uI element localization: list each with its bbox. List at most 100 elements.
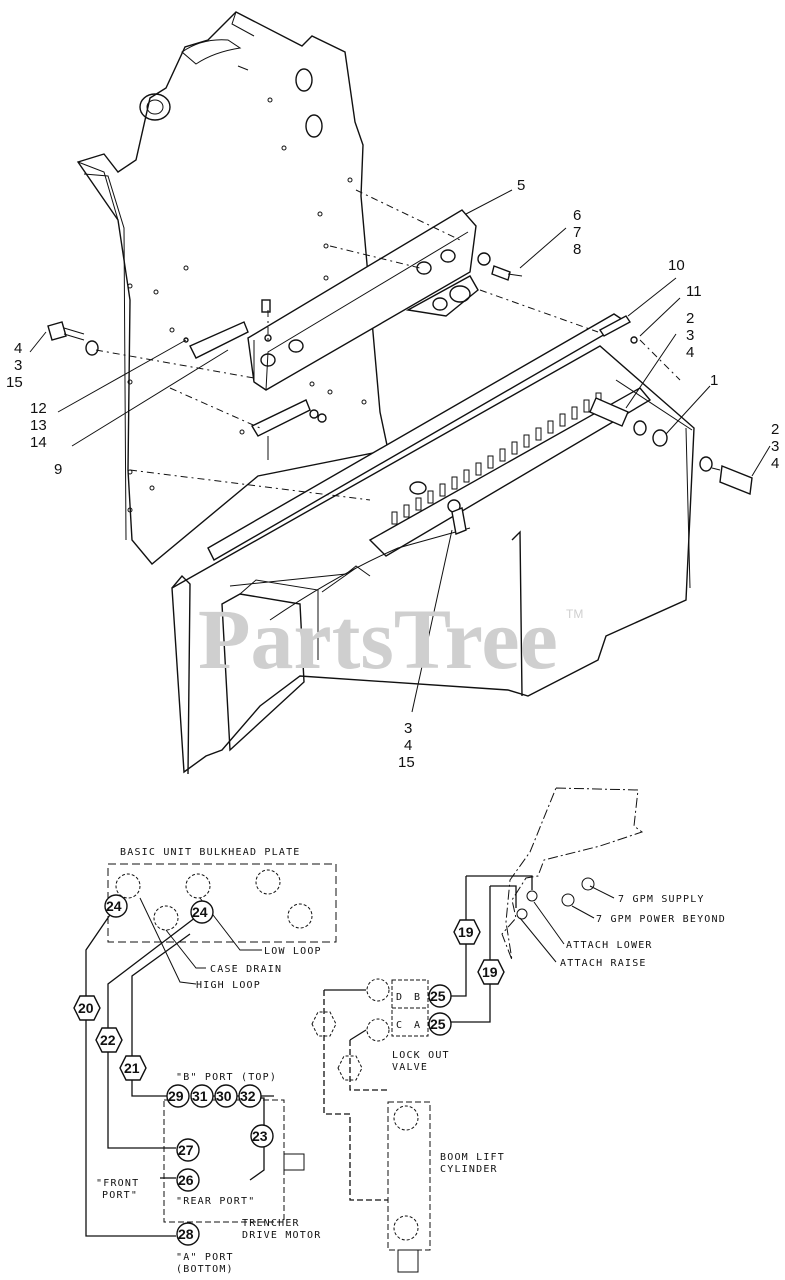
callout-2-upper: 2: [686, 310, 694, 327]
hex-callout: 21: [119, 1055, 147, 1081]
small-plates: [189, 321, 311, 460]
bulkhead-plate: BASIC UNIT BULKHEAD PLATE: [107, 847, 337, 943]
callout-8: 8: [573, 241, 581, 258]
lower-frame: [171, 345, 695, 775]
lockout-label-2: VALVE: [392, 1062, 428, 1073]
valve-port-c: C: [396, 1020, 403, 1031]
high-loop-label: HIGH LOOP: [196, 980, 261, 991]
svg-text:30: 30: [216, 1088, 232, 1104]
circle-callout: 31: [190, 1084, 214, 1108]
circle-callouts: 24 24 25 25 29 31 30 32 27 23 26 28: [104, 894, 452, 1246]
callout-3-upper: 3: [686, 327, 694, 344]
circle-callout: 26: [176, 1168, 200, 1192]
hydraulic-schematic: BASIC UNIT BULKHEAD PLATE D B C A LOCK O…: [73, 787, 726, 1275]
svg-text:32: 32: [240, 1088, 256, 1104]
valve-port-a: A: [414, 1020, 421, 1031]
upper-bracket: [247, 209, 479, 391]
svg-text:20: 20: [78, 1000, 94, 1016]
hex-callout: 19: [477, 959, 505, 985]
leader-lines: [29, 189, 771, 713]
svg-text:31: 31: [192, 1088, 208, 1104]
fittings: [311, 1011, 363, 1081]
callout-2-right: 2: [771, 421, 779, 438]
boom-label: BOOM LIFT: [440, 1152, 505, 1163]
svg-text:25: 25: [430, 1016, 446, 1032]
boom-cylinder: BOOM LIFT CYLINDER: [387, 1101, 505, 1273]
callout-3-right: 3: [771, 438, 779, 455]
trencher-label-2: DRIVE MOTOR: [242, 1230, 321, 1241]
svg-text:28: 28: [178, 1226, 194, 1242]
callout-10: 10: [668, 257, 685, 274]
hex-callout: 22: [95, 1027, 123, 1053]
svg-text:19: 19: [458, 924, 474, 940]
circle-callout: 24: [104, 894, 128, 918]
svg-text:21: 21: [124, 1060, 140, 1076]
circle-callout: 25: [428, 1012, 452, 1036]
callout-4-center: 4: [404, 737, 412, 754]
alignment-lines: [95, 189, 681, 501]
svg-text:23: 23: [252, 1128, 268, 1144]
trencher-label: TRENCHER: [242, 1218, 300, 1229]
circle-callout: 28: [176, 1222, 200, 1246]
callout-4-right: 4: [771, 455, 779, 472]
circle-callout: 24: [190, 900, 214, 924]
front-port-label: "FRONT: [96, 1178, 139, 1189]
circle-callout: 27: [176, 1138, 200, 1162]
a-port-label: "A" PORT: [176, 1252, 234, 1263]
callout-6: 6: [573, 207, 581, 224]
callout-14: 14: [30, 434, 47, 451]
low-loop-label: LOW LOOP: [264, 946, 322, 957]
callout-numbers: 5 6 7 8 10 11 2 3 4 1 2 3 4 4 3 15 12 13…: [6, 177, 779, 771]
fasteners: [47, 252, 753, 535]
callout-12: 12: [30, 400, 47, 417]
svg-text:24: 24: [192, 904, 208, 920]
svg-text:19: 19: [482, 964, 498, 980]
valve-port-d: D: [396, 992, 403, 1003]
svg-text:29: 29: [168, 1088, 184, 1104]
main-frame: [76, 11, 389, 565]
circle-callout: 23: [250, 1124, 274, 1148]
front-port-label-2: PORT": [102, 1190, 138, 1201]
schematic-leaders: [139, 885, 615, 985]
svg-text:27: 27: [178, 1142, 194, 1158]
circle-callout: 25: [428, 984, 452, 1008]
callout-4-upper: 4: [686, 344, 694, 361]
hex-callouts: 20 22 21 19 19: [73, 919, 505, 1081]
exploded-view: 5 6 7 8 10 11 2 3 4 1 2 3 4 4 3 15 12 13…: [6, 11, 779, 775]
lockout-label: LOCK OUT: [392, 1050, 450, 1061]
lockout-valve: D B C A LOCK OUT VALVE: [366, 978, 450, 1073]
callout-11: 11: [686, 283, 702, 300]
svg-text:22: 22: [100, 1032, 116, 1048]
valve-port-b: B: [414, 992, 421, 1003]
schematic-labels: LOW LOOP CASE DRAIN HIGH LOOP 7 GPM SUPP…: [196, 894, 726, 991]
circle-callout: 29: [166, 1084, 190, 1108]
callout-4-left: 4: [14, 340, 22, 357]
circle-callout: 30: [214, 1084, 238, 1108]
bulkhead-label: BASIC UNIT BULKHEAD PLATE: [120, 847, 301, 858]
callout-13: 13: [30, 417, 47, 434]
b-port-label: "B" PORT (TOP): [176, 1072, 277, 1083]
power-beyond-label: 7 GPM POWER BEYOND: [596, 914, 726, 925]
svg-text:24: 24: [106, 898, 122, 914]
supply-label: 7 GPM SUPPLY: [618, 894, 705, 905]
slotted-slide: [207, 313, 652, 561]
rear-port-label: "REAR PORT": [176, 1196, 255, 1207]
boom-label-2: CYLINDER: [440, 1164, 498, 1175]
svg-text:25: 25: [430, 988, 446, 1004]
watermark-trademark: TM: [566, 607, 583, 621]
callout-7: 7: [573, 224, 581, 241]
callout-3-left: 3: [14, 357, 22, 374]
attach-raise-label: ATTACH RAISE: [560, 958, 647, 969]
hex-callout: 19: [453, 919, 481, 945]
callout-9: 9: [54, 461, 62, 478]
callout-15-center: 15: [398, 754, 415, 771]
circle-callout: 32: [238, 1084, 262, 1108]
a-port-label-2: (BOTTOM): [176, 1264, 234, 1275]
watermark: PartsTree: [198, 591, 558, 687]
callout-5: 5: [517, 177, 525, 194]
attach-lower-label: ATTACH LOWER: [566, 940, 653, 951]
svg-text:26: 26: [178, 1172, 194, 1188]
hex-callout: 20: [73, 995, 101, 1021]
callout-3-center: 3: [404, 720, 412, 737]
